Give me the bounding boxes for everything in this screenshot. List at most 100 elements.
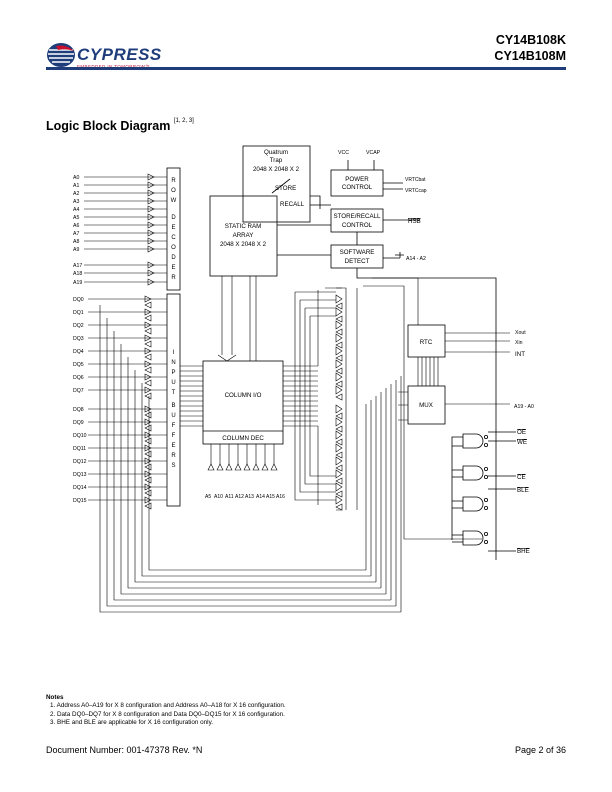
svg-text:DQ3: DQ3 xyxy=(73,336,84,342)
svg-text:U: U xyxy=(171,413,175,419)
svg-text:DQ6: DQ6 xyxy=(73,375,84,381)
svg-text:DQ15: DQ15 xyxy=(73,498,87,504)
brand-name: CYPRESS xyxy=(77,45,162,64)
svg-text:DQ4: DQ4 xyxy=(73,349,84,355)
column-io-box xyxy=(202,360,284,445)
cypress-logo-icon xyxy=(47,43,75,67)
notes: Notes 1. Address A0–A19 for X 8 configur… xyxy=(46,694,286,728)
svg-text:DQ14: DQ14 xyxy=(73,485,87,491)
svg-text:A18: A18 xyxy=(73,271,82,277)
svg-text:S: S xyxy=(171,463,175,469)
dq-labels: DQ0 DQ1 DQ2 DQ3 DQ4 DQ5 DQ6 DQ7 DQ8 DQ9 … xyxy=(73,297,87,504)
static-ram-line1: STATIC RAM xyxy=(225,223,262,230)
vrtcbat-label: VRTCbat xyxy=(405,177,426,183)
svg-text:A16: A16 xyxy=(276,494,285,500)
svg-text:DQ11: DQ11 xyxy=(73,446,86,452)
svg-text:DQ2: DQ2 xyxy=(73,323,84,329)
row-decoder-letters: R O W D E C O D E R xyxy=(171,178,177,281)
row-decoder-box xyxy=(166,167,181,291)
page-number: Page 2 of 36 xyxy=(514,745,566,755)
svg-text:A8: A8 xyxy=(73,239,79,245)
svg-text:R: R xyxy=(171,178,176,184)
svg-text:A3: A3 xyxy=(73,199,79,205)
address-labels: A0 A1 A2 A3 A4 A5 A6 A7 A8 A9 A17 A18 A1… xyxy=(73,175,82,286)
rtc-label: RTC xyxy=(420,339,433,346)
svg-text:A15: A15 xyxy=(266,494,275,500)
quantum-trap-box xyxy=(242,145,311,223)
input-buffers-letters: I N P U T B U F F E R S xyxy=(171,350,176,469)
svg-text:A13: A13 xyxy=(245,494,254,500)
store-recall-line2: CONTROL xyxy=(342,222,373,229)
svg-text:U: U xyxy=(171,380,175,386)
store-label: STORE xyxy=(275,185,296,192)
a19-a0-label: A19 - A0 xyxy=(514,404,534,410)
static-ram-line3: 2048 X 2048 X 2 xyxy=(220,241,267,248)
output-drivers xyxy=(317,290,343,511)
note-3: 3. BHE and BLE are applicable for X 16 c… xyxy=(50,719,214,727)
svg-text:D: D xyxy=(171,255,176,261)
document-number: Document Number: 001-47378 Rev. *N xyxy=(46,745,203,755)
svg-text:E: E xyxy=(171,265,175,271)
vcap-label: VCAP xyxy=(366,150,381,156)
svg-text:A10: A10 xyxy=(214,494,223,500)
hsb-label: HSB xyxy=(408,218,421,225)
svg-text:R: R xyxy=(171,275,176,281)
svg-text:F: F xyxy=(172,423,176,429)
software-detect-line2: DETECT xyxy=(345,258,370,265)
static-ram-box xyxy=(209,195,278,277)
bhe-label: BHE xyxy=(517,548,530,555)
note-2: 2. Data DQ0–DQ7 for X 8 configuration an… xyxy=(50,710,285,718)
xout-label: Xout xyxy=(515,330,526,336)
svg-text:B: B xyxy=(171,403,175,409)
svg-text:DQ0: DQ0 xyxy=(73,297,84,303)
svg-text:A9: A9 xyxy=(73,247,79,253)
part-number-m: CY14B108M xyxy=(494,49,566,63)
mux-label: MUX xyxy=(419,402,433,409)
ce-label: CE xyxy=(517,474,526,481)
recall-label: RECALL xyxy=(280,201,305,208)
svg-text:DQ13: DQ13 xyxy=(73,472,87,478)
svg-text:A1: A1 xyxy=(73,183,79,189)
svg-text:DQ7: DQ7 xyxy=(73,388,84,394)
svg-text:D: D xyxy=(171,215,176,221)
note-1: 1. Address A0–A19 for X 8 configuration … xyxy=(50,702,286,710)
store-recall-line1: STORE/RECALL xyxy=(334,213,382,220)
svg-text:DQ8: DQ8 xyxy=(73,407,84,413)
vrtccap-label: VRTCcap xyxy=(405,188,427,194)
svg-text:DQ5: DQ5 xyxy=(73,362,84,368)
svg-text:W: W xyxy=(171,198,177,204)
svg-text:N: N xyxy=(171,360,175,366)
svg-text:A5: A5 xyxy=(205,494,211,500)
quantum-trap-line3: 2048 X 2048 X 2 xyxy=(253,166,300,173)
column-io-label: COLUMN I/O xyxy=(225,392,262,399)
brand-tagline: EMBEDDED IN TOMORROW™ xyxy=(77,64,150,69)
svg-text:O: O xyxy=(171,188,176,194)
power-control-box xyxy=(330,169,384,197)
svg-text:A7: A7 xyxy=(73,231,79,237)
vcc-label: VCC xyxy=(338,150,349,156)
svg-text:DQ12: DQ12 xyxy=(73,459,87,465)
header-rule xyxy=(46,67,566,70)
input-buffers-box xyxy=(166,293,181,507)
svg-text:R: R xyxy=(171,453,176,459)
we-label: WE xyxy=(517,439,527,446)
logic-gates xyxy=(451,431,516,552)
notes-title: Notes xyxy=(46,694,64,701)
svg-text:A2: A2 xyxy=(73,191,79,197)
svg-text:DQ1: DQ1 xyxy=(73,310,84,316)
svg-text:A19: A19 xyxy=(73,280,82,286)
svg-text:A5: A5 xyxy=(73,215,79,221)
power-control-line2: CONTROL xyxy=(342,184,373,191)
svg-text:T: T xyxy=(172,390,176,396)
svg-text:DQ9: DQ9 xyxy=(73,420,84,426)
quantum-trap-line1: Quatrum xyxy=(264,149,288,156)
svg-text:DQ10: DQ10 xyxy=(73,433,87,439)
svg-text:O: O xyxy=(171,245,176,251)
svg-text:C: C xyxy=(171,235,176,241)
column-address-labels: A5 A10 A11 A12 A13 A14 A15 A16 xyxy=(205,494,285,500)
page-title: Logic Block Diagram [1, 2, 3] xyxy=(46,118,194,133)
int-label: INT xyxy=(515,351,525,358)
svg-text:P: P xyxy=(171,370,175,376)
static-ram-line2: ARRAY xyxy=(233,232,254,239)
